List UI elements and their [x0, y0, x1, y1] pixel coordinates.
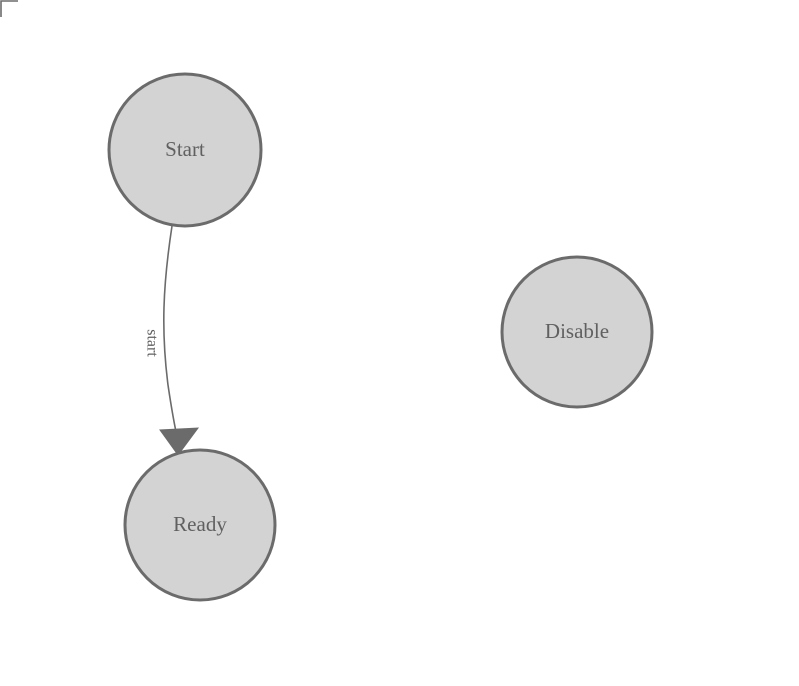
node-ready-label: Ready — [173, 512, 227, 536]
node-ready[interactable]: Ready — [123, 448, 277, 602]
top-left-corner-bracket-icon — [0, 0, 18, 17]
node-start-circle[interactable] — [107, 72, 263, 228]
edge-path — [163, 225, 179, 442]
node-start-label: Start — [165, 137, 205, 161]
edge-arrowhead-icon — [159, 427, 200, 456]
edge-label-start: start — [143, 329, 160, 357]
node-disable-label: Disable — [545, 319, 609, 343]
node-ready-circle[interactable] — [123, 448, 277, 602]
node-disable[interactable]: Disable — [500, 255, 654, 409]
edge-start-to-ready[interactable]: start — [143, 225, 200, 456]
node-start[interactable]: Start — [107, 72, 263, 228]
node-disable-circle[interactable] — [500, 255, 654, 409]
